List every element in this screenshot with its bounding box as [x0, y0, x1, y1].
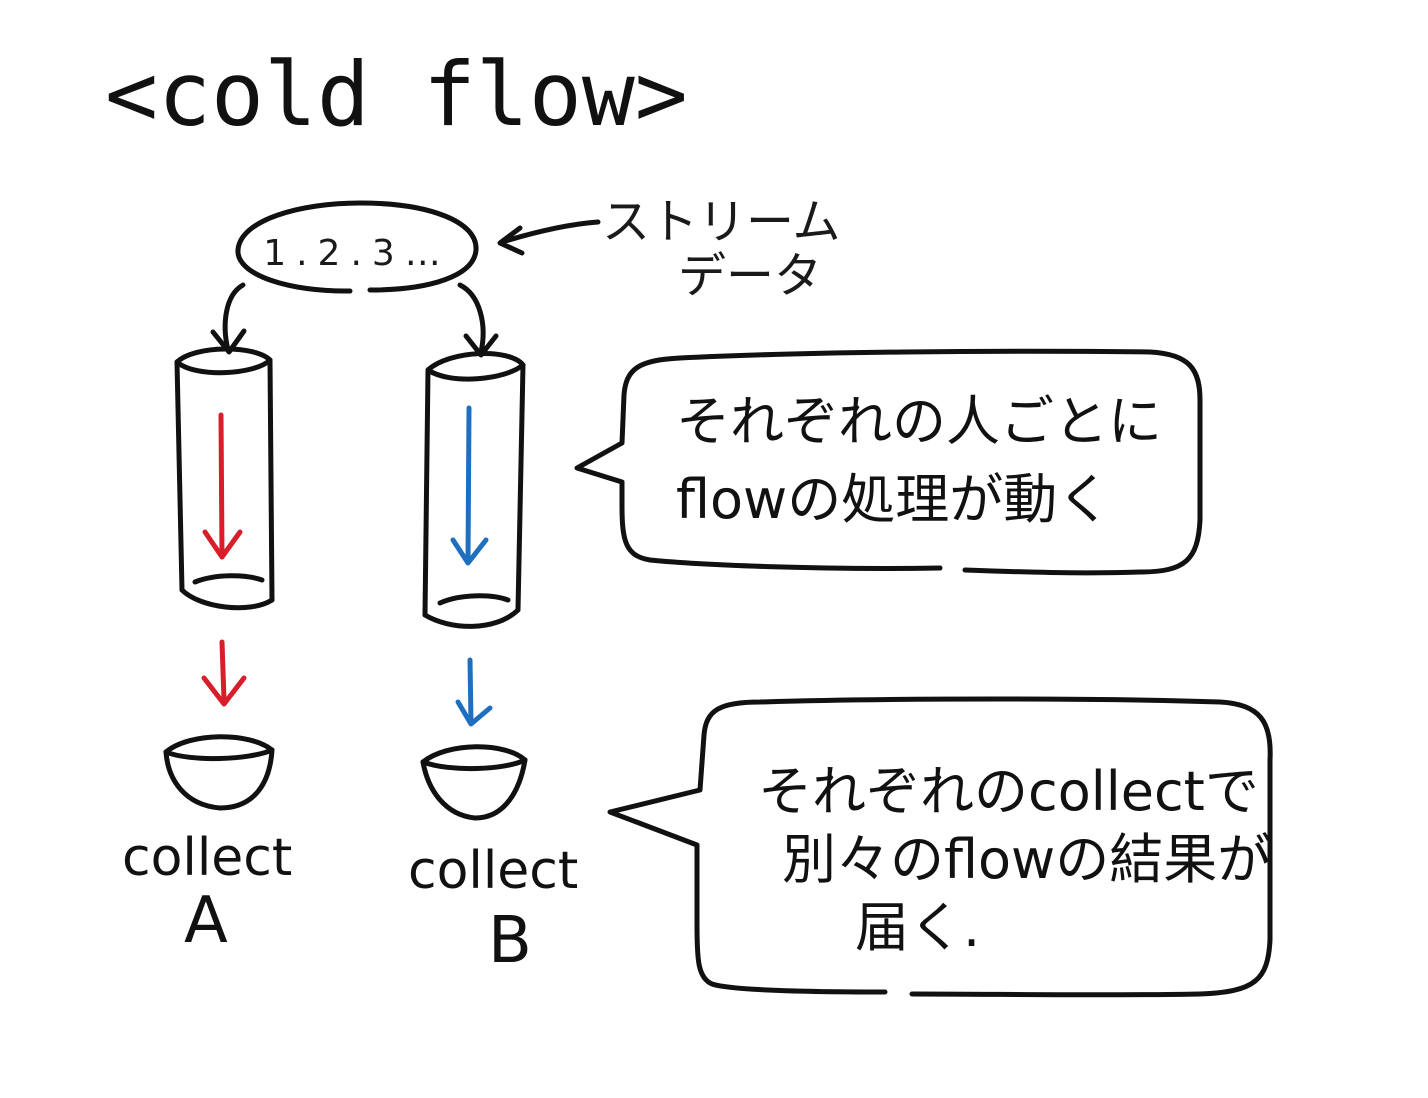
stream-values: 1.2.3…: [263, 233, 451, 274]
collect-a-label: collect: [122, 828, 292, 888]
collect-b-letter: B: [488, 904, 532, 978]
flow-arrow-red-inner: [202, 412, 243, 560]
collect-b-label: collect: [408, 841, 578, 901]
bubble-bottom-line1: それぞれのcollectで: [758, 760, 1259, 823]
bubble-top-line1: それぞれの人ごとに: [676, 390, 1162, 453]
stream-note-line1: ストリーム: [602, 194, 841, 250]
stream-note-line2: データ: [678, 248, 822, 304]
page-title: <cold flow>: [105, 43, 688, 146]
stream-ellipse: [235, 200, 479, 294]
bubble-bottom-line2: 別々のflowの結果が: [782, 828, 1271, 891]
collect-a-letter: A: [184, 884, 228, 958]
pointer-arrow-head: [497, 225, 525, 256]
flow-tube-b: [422, 351, 526, 629]
collect-bowl-b: [420, 744, 528, 821]
flow-arrow-blue-inner: [450, 405, 489, 566]
stream-data-node: 1.2.3…: [235, 200, 479, 294]
bubble-bottom-line3: 届く.: [855, 896, 980, 959]
collect-arrow-red: [201, 639, 247, 707]
flow-tube-a: [174, 346, 275, 611]
collect-arrow-blue: [455, 657, 493, 727]
bubble-top-line2: flowの処理が動く: [676, 468, 1111, 531]
branch-arrow-right: [457, 282, 499, 358]
stream-pointer: [497, 219, 601, 256]
collect-bowl-a: [163, 734, 275, 811]
speech-bubble-bottom: それぞれのcollectで 別々のflowの結果が 届く.: [607, 696, 1273, 998]
pointer-arrow-line: [499, 219, 601, 245]
branch-arrow-left: [210, 282, 247, 355]
speech-bubble-top: それぞれの人ごとに flowの処理が動く: [574, 348, 1203, 576]
